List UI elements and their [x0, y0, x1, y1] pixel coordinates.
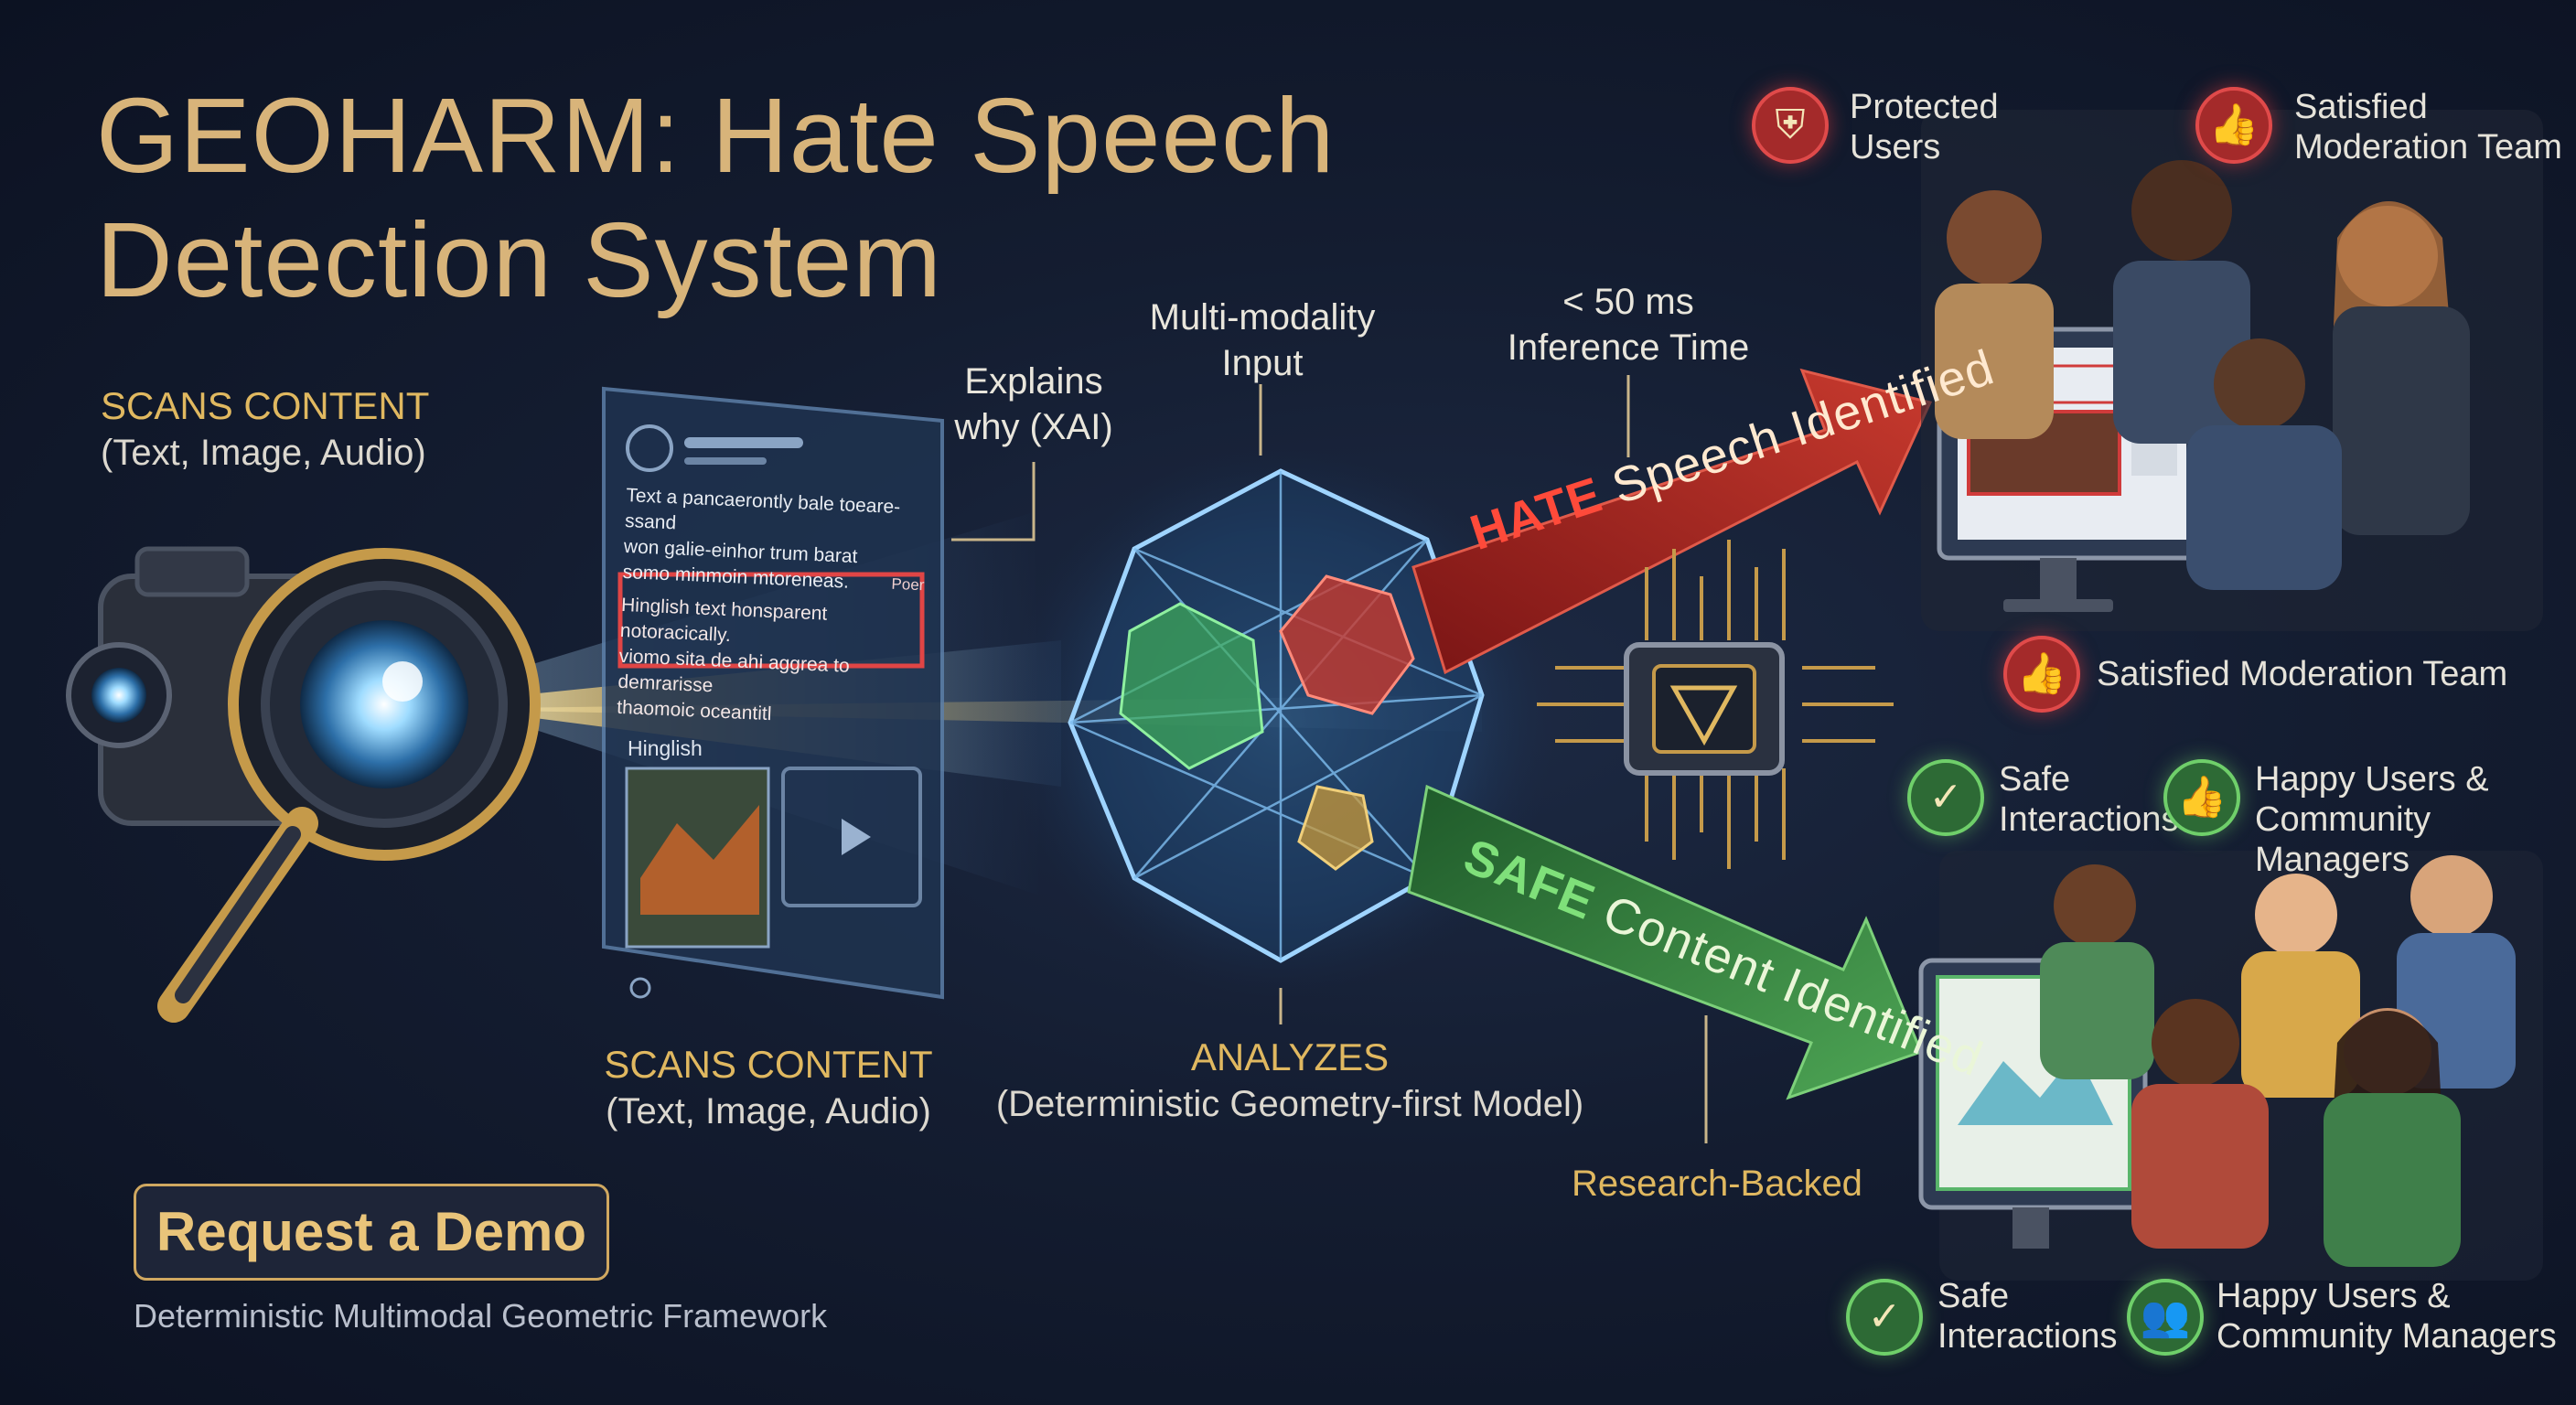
post-body: Text a pancaerontly bale toeare-ssand wo… — [622, 483, 928, 598]
badge-line: Safe — [1999, 760, 2071, 799]
badge-line: Users — [1850, 128, 1941, 166]
analyzes-sub: (Deterministic Geometry-first Model) — [995, 1084, 1584, 1124]
badge-line: Safe — [1937, 1277, 2010, 1315]
badge-line: Moderation Team — [2294, 128, 2562, 166]
badge-line: Community Managers — [2216, 1317, 2557, 1356]
request-demo-button[interactable]: Request a Demo — [134, 1184, 609, 1281]
scan-label-center-heading: SCANS CONTENT — [604, 1043, 933, 1086]
community-icon: 👥 — [2127, 1279, 2204, 1356]
badge-happy-1: Happy Users & Community Managers — [2255, 759, 2576, 880]
scan-label-center: SCANS CONTENT (Text, Image, Audio) — [595, 1041, 942, 1134]
thumbs-up-icon: 👍 — [2195, 87, 2272, 164]
post-highlight: Hinglish text honsparent notoracically. … — [617, 593, 924, 734]
page-title: GEOHARM: Hate Speech Detection System — [96, 73, 1336, 322]
camera-icon — [66, 546, 541, 1023]
community-illustration — [1918, 851, 2543, 1281]
thumbs-up-icon: 👍 — [2163, 759, 2240, 836]
title-line-2: Detection System — [96, 200, 943, 319]
check-shield-icon: ✓ — [1846, 1279, 1923, 1356]
badge-line: Protected — [1850, 88, 1999, 126]
chip-icon — [1537, 540, 1894, 869]
tagline: Deterministic Multimodal Geometric Frame… — [134, 1297, 828, 1335]
post-tag: Poer — [891, 574, 925, 595]
inference-caption: Inference Time — [1507, 327, 1750, 368]
check-shield-icon: ✓ — [1907, 759, 1984, 836]
hate-arrow-shape — [1411, 368, 1933, 675]
badge-line: Interactions — [1999, 800, 2179, 839]
inference-value: < 50 ms — [1562, 282, 1694, 322]
safe-arrow-shape — [1407, 784, 1923, 1100]
analyzes-heading: ANALYZES — [1190, 1035, 1390, 1078]
scan-label-left-heading: SCANS CONTENT — [101, 384, 430, 427]
scan-label-center-sub: (Text, Image, Audio) — [606, 1091, 931, 1132]
badge-safe-1: Safe Interactions — [1999, 759, 2178, 840]
analyzes-label: ANALYZES (Deterministic Geometry-first M… — [970, 1034, 1610, 1127]
post-card — [602, 386, 944, 1000]
moderation-team-illustration — [1921, 110, 2543, 631]
explains-line-2: why (XAI) — [954, 407, 1113, 447]
post-text-block: Text a pancaerontly bale toeare-ssand wo… — [617, 483, 928, 734]
explains-line-1: Explains — [964, 361, 1103, 402]
explains-label: Explains why (XAI) — [924, 359, 1143, 450]
research-label: Research-Backed — [1572, 1164, 1862, 1204]
badge-satisfied-top: Satisfied Moderation Team — [2294, 87, 2562, 167]
badge-line: Interactions — [1937, 1317, 2118, 1356]
badge-safe-2: Safe Interactions — [1937, 1276, 2117, 1357]
scan-label-left-sub: (Text, Image, Audio) — [101, 433, 426, 473]
badge-line: Satisfied — [2294, 88, 2428, 126]
badge-line: Community Managers — [2255, 800, 2431, 879]
scan-label-left: SCANS CONTENT (Text, Image, Audio) — [101, 382, 429, 476]
multimodal-line-2: Input — [1221, 343, 1304, 383]
shield-icon: ⛨ — [1752, 87, 1829, 164]
badge-happy-2: Happy Users & Community Managers — [2216, 1276, 2557, 1357]
multimodal-line-1: Multi-modality — [1149, 297, 1376, 338]
inference-label: < 50 ms Inference Time — [1482, 279, 1775, 370]
badge-line: Happy Users & — [2255, 760, 2489, 799]
badge-line: Happy Users & — [2216, 1277, 2451, 1315]
badge-protected-users: Protected Users — [1850, 87, 1999, 167]
title-line-1: GEOHARM: Hate Speech — [96, 76, 1336, 195]
thumbs-up-icon: 👍 — [2003, 636, 2080, 713]
media-label: Hinglish — [628, 736, 703, 760]
multimodal-label: Multi-modality Input — [1116, 295, 1409, 386]
badge-satisfied-mid: Satisfied Moderation Team — [2097, 655, 2508, 693]
